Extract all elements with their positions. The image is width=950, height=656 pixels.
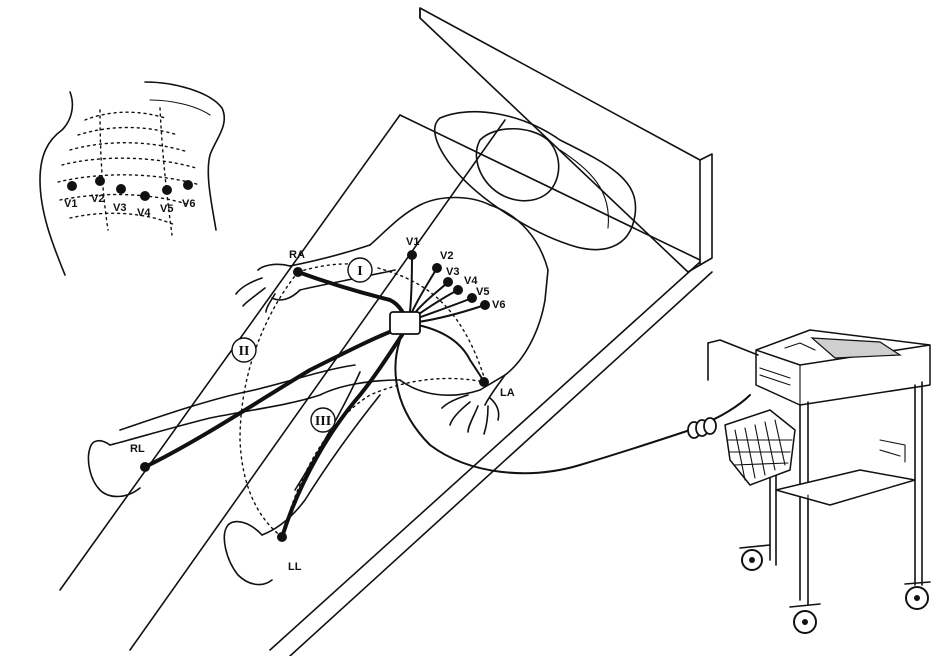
rl-cable (143, 326, 402, 469)
inset-torso-left (39, 91, 74, 276)
ecg-cart (707, 329, 931, 634)
rl-electrode (140, 462, 150, 472)
lead-1-label: I (357, 264, 362, 279)
inset-v2-label: V2 (91, 193, 104, 205)
v1-wire (409, 254, 413, 313)
v1-electrode (407, 250, 417, 260)
lead-2-marker (231, 337, 257, 363)
lead-2-label: II (239, 344, 250, 359)
left-leg (261, 394, 381, 536)
patient-head (475, 128, 560, 202)
v3-label: V3 (446, 266, 459, 278)
patient-body (87, 128, 560, 586)
inset-v1-electrode (67, 181, 77, 191)
lead-2-path (239, 271, 299, 538)
inset-v5-label: V5 (160, 203, 173, 215)
v4-electrode (453, 285, 463, 295)
ecg-cables (143, 254, 751, 539)
inset-v3-electrode (116, 184, 126, 194)
cart-lower-shelf (775, 469, 916, 506)
patient-torso (399, 196, 549, 396)
inset-v6-label: V6 (182, 198, 195, 210)
la-label: LA (500, 387, 515, 399)
ll-cable (280, 333, 404, 539)
v5-label: V5 (476, 286, 489, 298)
einthoven-triangle: I II III (231, 257, 486, 538)
mattress-right-edge (269, 261, 701, 651)
ra-electrode (293, 267, 303, 277)
inset-v4-electrode (140, 191, 150, 201)
la-electrode (479, 377, 489, 387)
left-arm (484, 374, 506, 406)
body-electrodes: RA LA RL LL V1 V2 V3 V4 V5 V6 (130, 236, 515, 573)
v5-electrode (467, 293, 477, 303)
machine-screen (810, 337, 902, 359)
inset-v2-electrode (95, 176, 105, 186)
mattress-left-edge (59, 114, 401, 591)
la-wire (417, 324, 485, 383)
rl-label: RL (130, 443, 145, 455)
v3-electrode (443, 277, 453, 287)
v4-label: V4 (464, 275, 478, 287)
cart-handle (707, 339, 759, 356)
ll-electrode (277, 532, 287, 542)
inset-v6-electrode (183, 180, 193, 190)
left-foot (223, 520, 273, 586)
v1-label: V1 (406, 236, 419, 248)
junction-box (389, 311, 421, 335)
v6-electrode (480, 300, 490, 310)
inset-v1-label: V1 (64, 198, 77, 210)
inset-v4-label: V4 (137, 207, 151, 219)
right-foot (87, 439, 141, 498)
inset-torso-right (144, 81, 226, 231)
pillow (433, 110, 637, 251)
v2-label: V2 (440, 250, 453, 262)
right-arm (289, 244, 371, 267)
chest-inset: V1 V2 V3 V4 V5 V6 (39, 81, 226, 276)
v2-electrode (432, 263, 442, 273)
ll-label: LL (288, 561, 302, 573)
ra-label: RA (289, 249, 305, 261)
trunk-cable (394, 339, 691, 475)
inset-v5-electrode (162, 185, 172, 195)
lead-3-label: III (315, 414, 331, 429)
inset-v3-label: V3 (113, 202, 126, 214)
lead-3-marker (310, 407, 336, 433)
v6-label: V6 (492, 299, 505, 311)
left-hand (441, 394, 500, 435)
bed (59, 7, 713, 656)
lead-3-path (281, 377, 485, 538)
right-hand (235, 263, 301, 313)
lead-1-marker (347, 257, 373, 283)
